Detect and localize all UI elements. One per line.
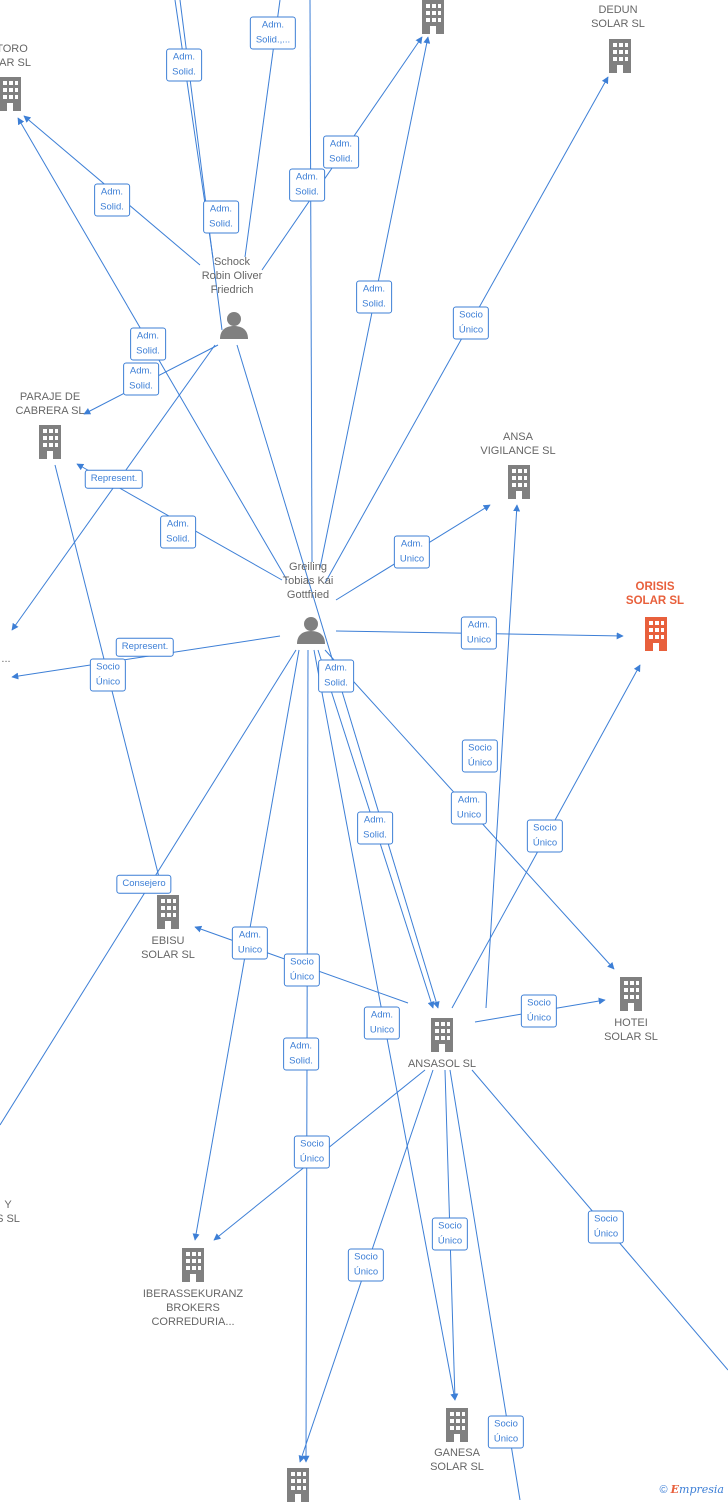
node-label-toro[interactable]: TORO LAR SL	[0, 43, 31, 69]
building-icon[interactable]	[37, 425, 63, 464]
edge-label[interactable]: Socio Único	[487, 1415, 525, 1449]
node-label-ansa[interactable]: ANSA VIGILANCE SL	[480, 431, 556, 457]
building-icon[interactable]	[607, 39, 633, 78]
building-icon[interactable]	[420, 0, 446, 39]
edge-label[interactable]: Adm. Solid.	[283, 1037, 319, 1071]
edge-line	[485, 504, 521, 1009]
edge-line	[309, 0, 313, 563]
edge-label[interactable]: Adm. Unico	[450, 791, 488, 825]
building-icon[interactable]	[285, 1468, 311, 1507]
node-label-ebisu[interactable]: EBISU SOLAR SL	[141, 935, 195, 961]
edge-label[interactable]: Adm. Unico	[363, 1006, 401, 1040]
edge-label[interactable]: Socio Único	[587, 1210, 625, 1244]
node-label-greiling[interactable]: Greiling Tobias Kai Gottfried	[282, 561, 334, 601]
edge-label[interactable]: Adm. Solid.	[318, 659, 354, 693]
node-label-hotei[interactable]: HOTEI SOLAR SL	[604, 1017, 658, 1043]
edge-label[interactable]: Adm. Solid.,...	[249, 16, 297, 50]
edge-label[interactable]: Adm. Solid.	[357, 811, 393, 845]
edge-label[interactable]: Represent.	[84, 469, 144, 489]
node-label-dedun[interactable]: DEDUN SOLAR SL	[591, 4, 645, 30]
edge-label[interactable]: Adm. Solid.	[94, 183, 130, 217]
building-icon[interactable]	[643, 617, 669, 656]
edge-label[interactable]: Socio Único	[526, 819, 564, 853]
edge-label[interactable]: Socio Único	[461, 739, 499, 773]
footer-brand: © Empresia	[659, 1483, 724, 1496]
edge-label[interactable]: Adm. Solid.	[123, 362, 159, 396]
edge-label[interactable]: Adm. Solid.	[130, 327, 166, 361]
edge-label[interactable]: Adm. Unico	[460, 616, 498, 650]
edge-label[interactable]: Adm. Solid.	[356, 280, 392, 314]
node-label-left-partial[interactable]: ...	[1, 653, 11, 665]
edge-label[interactable]: Adm. Solid.	[323, 135, 359, 169]
edge-label[interactable]: Adm. Unico	[231, 926, 269, 960]
brand-initial: E	[670, 1483, 680, 1496]
edge-label[interactable]: Adm. Solid.	[289, 168, 325, 202]
building-icon[interactable]	[155, 895, 181, 934]
edge-label[interactable]: Socio Único	[431, 1217, 469, 1251]
person-icon[interactable]	[219, 309, 249, 344]
building-icon[interactable]	[180, 1248, 206, 1287]
building-icon[interactable]	[506, 465, 532, 504]
edge-label[interactable]: Adm. Solid.	[160, 515, 196, 549]
node-label-ganesa[interactable]: GANESA SOLAR SL	[430, 1447, 484, 1473]
edge-label[interactable]: Adm. Unico	[393, 535, 431, 569]
person-icon[interactable]	[296, 614, 326, 649]
edge-label[interactable]: Consejero	[116, 874, 172, 894]
edge-label[interactable]: Socio Único	[89, 658, 127, 692]
building-icon[interactable]	[444, 1408, 470, 1447]
node-label-paraje[interactable]: PARAJE DE CABRERA SL	[15, 391, 85, 417]
edge-label[interactable]: Adm. Solid.	[166, 48, 202, 82]
edge-label[interactable]: Socio Único	[520, 994, 558, 1028]
node-label-iberassekuranz[interactable]: IBERASSEKURANZ BROKERS CORREDURIA...	[142, 1288, 244, 1328]
node-label-schock[interactable]: Schock Robin Oliver Friedrich	[201, 256, 263, 296]
edge-label[interactable]: Socio Único	[293, 1135, 331, 1169]
brand-name: mpresia	[679, 1483, 724, 1496]
building-icon[interactable]	[618, 977, 644, 1016]
edge-label[interactable]: Represent.	[115, 637, 175, 657]
edge-line	[11, 635, 281, 680]
edge-label[interactable]: Adm. Solid.	[203, 200, 239, 234]
copyright-symbol: ©	[659, 1484, 668, 1496]
node-label-orisis[interactable]: ORISIS SOLAR SL	[625, 581, 685, 607]
edge-label[interactable]: Socio Único	[283, 953, 321, 987]
node-label-y-partial[interactable]: Y S SL	[0, 1199, 20, 1225]
brand-logo: Empresia	[671, 1483, 724, 1496]
building-icon[interactable]	[429, 1018, 455, 1057]
edge-label[interactable]: Socio Único	[452, 306, 490, 340]
node-label-ansasol[interactable]: ANSASOL SL	[407, 1058, 477, 1070]
edge-label[interactable]: Socio Único	[347, 1248, 385, 1282]
building-icon[interactable]	[0, 77, 23, 116]
